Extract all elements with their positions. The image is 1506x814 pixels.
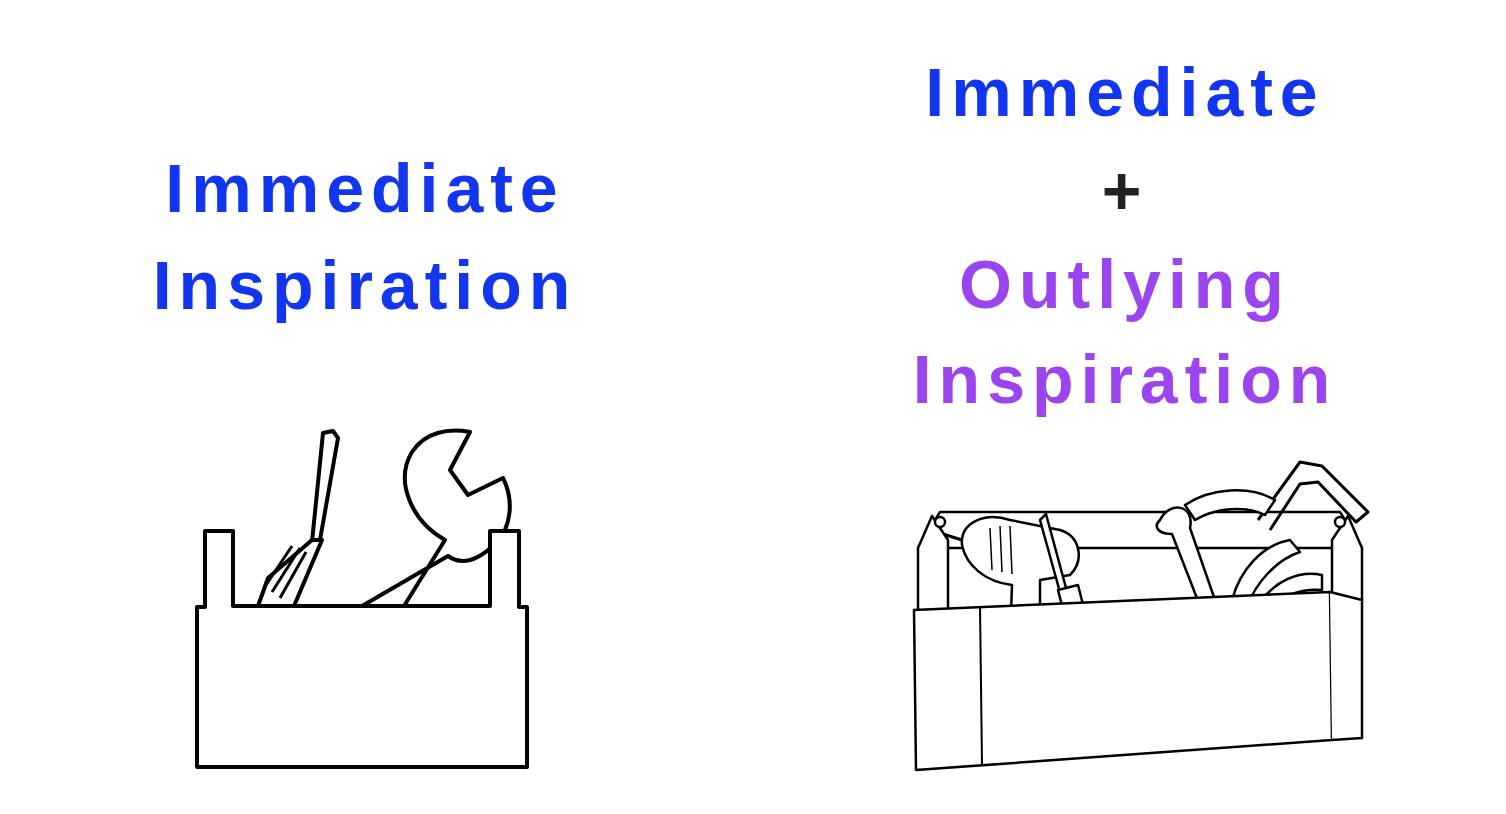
section-heading: Immediate [840,44,1410,141]
simple-toolbox [197,431,527,767]
plus-sign: + [1060,142,1190,239]
section-heading: Immediate Inspiration [80,140,650,334]
detailed-toolbox [914,462,1368,770]
section-heading: Outlying Inspiration [840,237,1410,427]
